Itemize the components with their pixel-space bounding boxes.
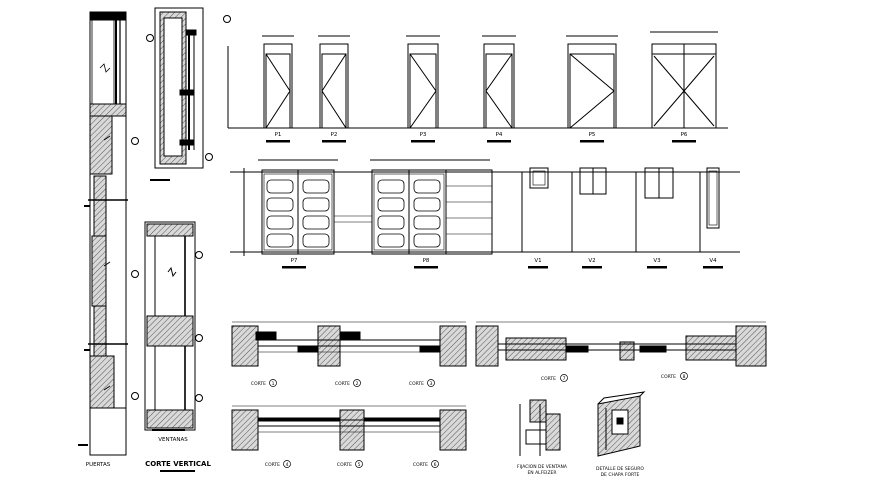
horizontal-sections-row2 [231, 405, 467, 451]
door-labels: P1 P2 P3 P4 P5 P6 [275, 132, 688, 138]
corte-6-number: 6 [434, 462, 437, 468]
window-elevations [521, 167, 720, 252]
window-label-underlines [528, 266, 723, 269]
corte-5-number: 5 [358, 462, 361, 468]
window-label-v4: V4 [709, 258, 717, 264]
door-label-p1: P1 [275, 132, 282, 138]
corte-7-number: 7 [563, 376, 566, 382]
corte-2-label: CORTE [335, 381, 350, 387]
corte-8-label: CORTE [661, 374, 676, 380]
window-labels: V1 V2 V3 V4 [534, 258, 717, 264]
fijacion-caption-line1: FIJACION DE VENTANA [517, 464, 568, 470]
corte-3-label: CORTE [409, 381, 424, 387]
door-label-p3: P3 [420, 132, 427, 138]
corte-6-label: CORTE [413, 462, 428, 468]
label-ventanas: VENTANAS [158, 437, 188, 443]
corte-4-label: CORTE [265, 462, 280, 468]
detalle-caption-line2: DE CHAPA FORTE [601, 472, 640, 478]
door-label-p8: P8 [423, 258, 430, 264]
fijacion-detail [519, 399, 561, 456]
corte-1-label: CORTE [251, 381, 266, 387]
corte-5-label: CORTE [337, 462, 352, 468]
corte-4-number: 4 [286, 462, 289, 468]
door-label-p4: P4 [496, 132, 503, 138]
door-label-p6: P6 [681, 132, 688, 138]
door-label-underlines [266, 140, 696, 143]
horizontal-sections-right [475, 321, 767, 367]
corte-2-number: 2 [356, 381, 359, 387]
door-elevations [227, 31, 728, 129]
door-label-p5: P5 [589, 132, 596, 138]
vertical-section-windows [144, 221, 203, 431]
corte-1-number: 1 [272, 381, 275, 387]
fijacion-caption-line2: EN ALFEIZER [527, 470, 556, 476]
panel-grid-p8 [377, 179, 441, 248]
door-elevations-p7-p8 [230, 159, 740, 256]
label-corte-vertical: CORTE VERTICAL [145, 460, 211, 468]
label-puertas: PUERTAS [86, 462, 111, 468]
window-label-v3: V3 [653, 258, 661, 264]
door-label-p2: P2 [331, 132, 338, 138]
window-label-v2: V2 [588, 258, 595, 264]
horizontal-sections-row1 [231, 321, 467, 367]
corte-8-number: 8 [683, 374, 686, 380]
detalle-caption-line1: DETALLE DE SEGURO [596, 466, 644, 472]
corte-3-number: 3 [430, 381, 433, 387]
vertical-section-window-top [150, 7, 231, 181]
vertical-section-doors [78, 11, 154, 456]
detalle-seguro-detail [597, 391, 646, 457]
corte-labels-row1: CORTE 1 CORTE 2 CORTE 3 [251, 379, 435, 387]
corte-labels-right: CORTE 7 CORTE 8 [541, 372, 688, 382]
window-label-v1: V1 [534, 258, 541, 264]
corte-labels-row2: CORTE 4 CORTE 5 CORTE 6 [265, 460, 439, 468]
corte-7-label: CORTE [541, 376, 556, 382]
door-label-p7: P7 [291, 258, 298, 264]
panel-grid-p7 [266, 179, 330, 248]
